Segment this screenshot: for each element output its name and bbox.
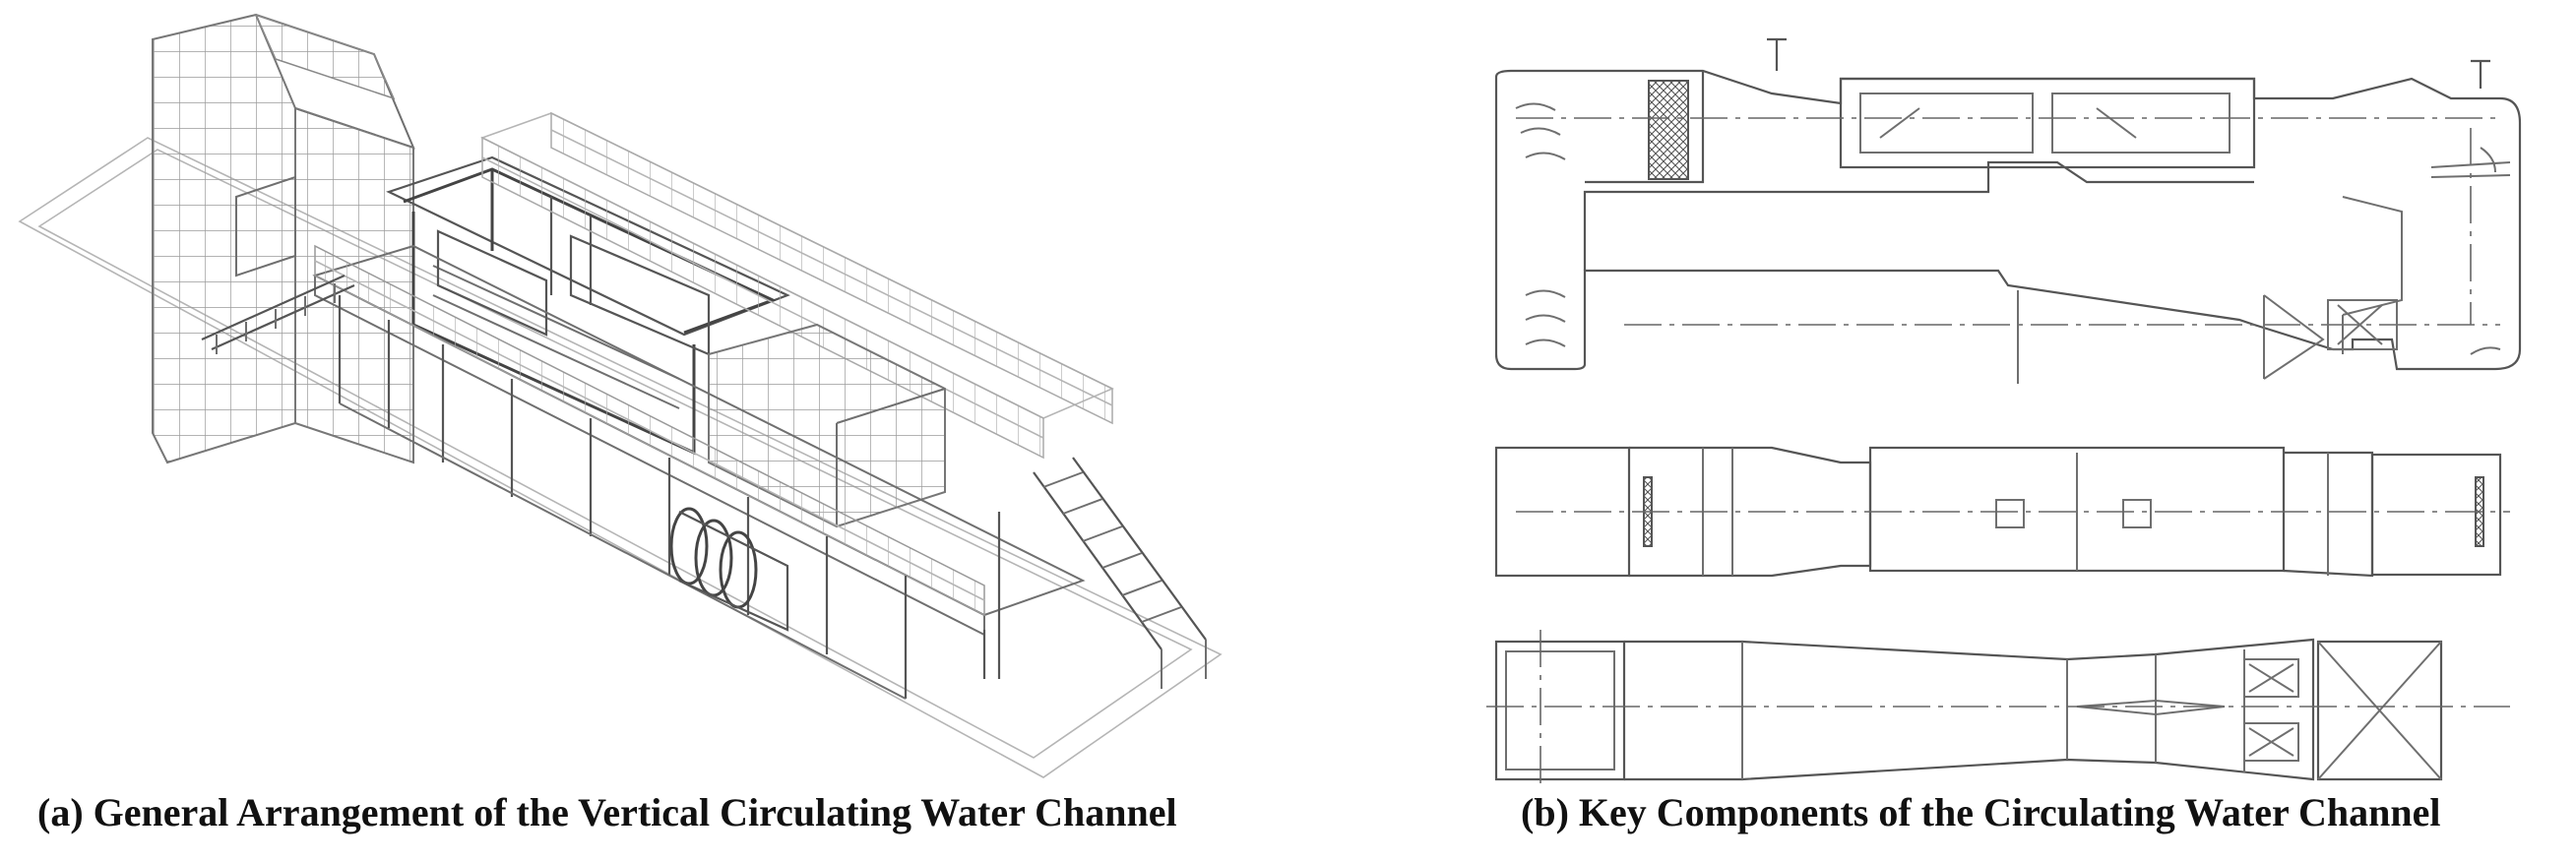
panel-general-arrangement: (a) General Arrangement of the Vertical … bbox=[18, 13, 1223, 834]
plan-view bbox=[1494, 446, 2510, 578]
isometric-channel-drawing bbox=[18, 13, 1223, 778]
left-stair bbox=[201, 274, 355, 354]
right-stair bbox=[1033, 457, 1207, 689]
pump-motor bbox=[669, 507, 789, 632]
elevation-view bbox=[1494, 37, 2522, 384]
main-platform bbox=[312, 244, 1086, 637]
upstream-box-frame bbox=[152, 13, 415, 464]
caption-key-components: (b) Key Components of the Circulating Wa… bbox=[1521, 790, 2441, 834]
lower-plan-view bbox=[1486, 630, 2510, 787]
component-drawings bbox=[1486, 37, 2522, 787]
panel-key-components: (b) Key Components of the Circulating Wa… bbox=[1408, 0, 2576, 863]
support-columns bbox=[338, 295, 1001, 700]
caption-general-arrangement: (a) General Arrangement of the Vertical … bbox=[37, 790, 1177, 834]
